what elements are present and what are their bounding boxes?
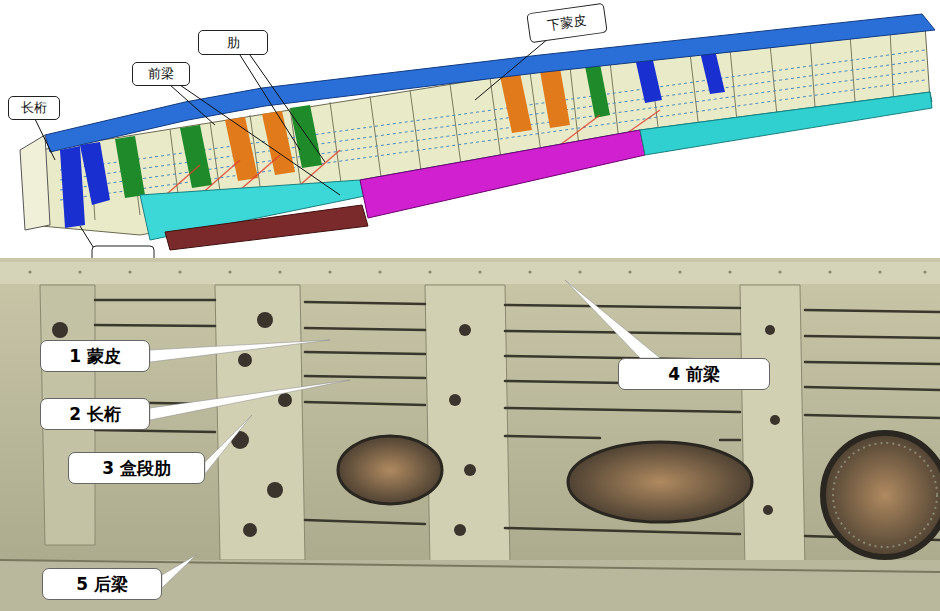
callout-box: 5 后梁 — [42, 568, 162, 600]
part-label: 肋 — [227, 34, 240, 52]
callout-box: 长桁 — [8, 96, 60, 120]
part-label: 长桁 — [21, 99, 47, 117]
callout-box: 1 蒙皮 — [40, 340, 150, 372]
part-label: 4 前梁 — [668, 363, 720, 386]
callout-box: 下蒙皮 — [526, 3, 607, 44]
callout-box: 3 盒段肋 — [68, 452, 205, 484]
part-label: 前梁 — [148, 65, 174, 83]
part-label: 3 盒段肋 — [102, 457, 171, 480]
callout-box: 前梁 — [132, 62, 190, 86]
part-label: 5 后梁 — [76, 573, 128, 596]
part-label: 1 蒙皮 — [69, 345, 121, 368]
callout-box: 2 长桁 — [40, 398, 150, 430]
callout-box: 肋 — [198, 30, 268, 55]
callout-box: 4 前梁 — [618, 358, 770, 390]
part-label: 下蒙皮 — [546, 11, 587, 34]
part-label: 2 长桁 — [69, 403, 121, 426]
